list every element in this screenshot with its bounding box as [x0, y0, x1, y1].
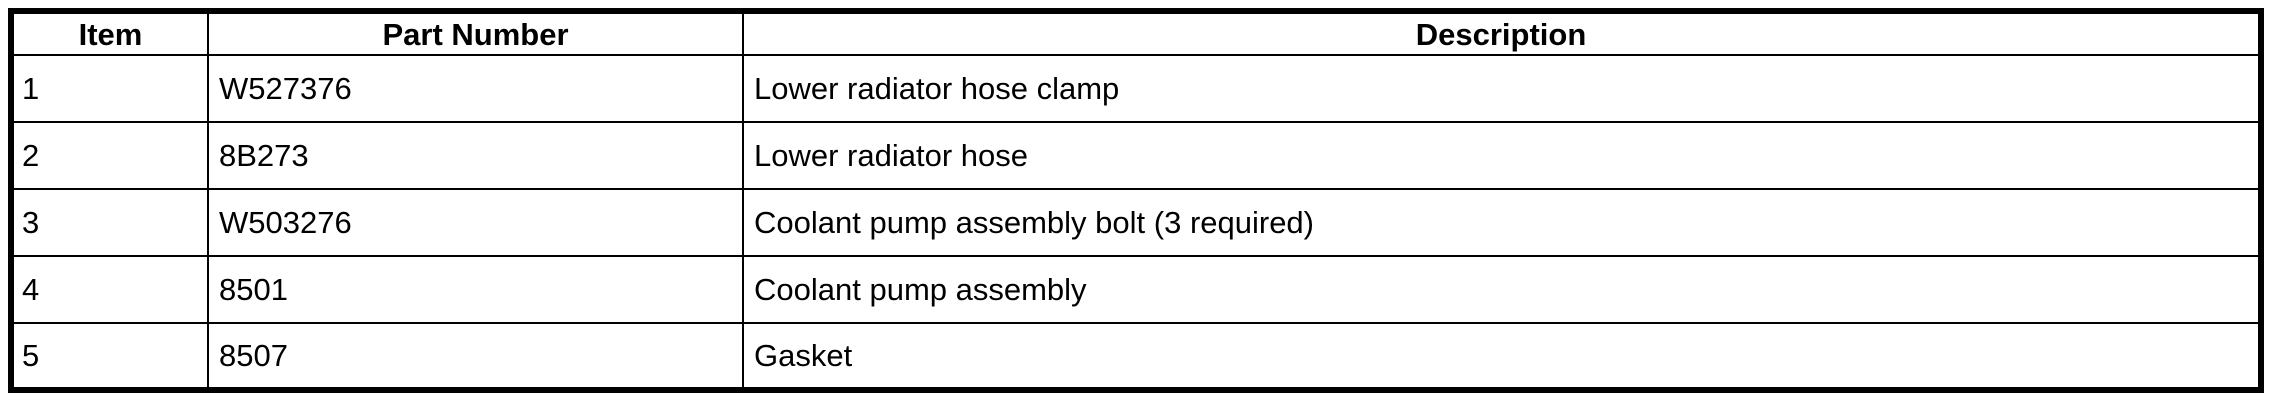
- table-header: Item Part Number Description: [10, 10, 2262, 56]
- table-row: 2 8B273 Lower radiator hose: [10, 121, 2262, 190]
- cell-description: Lower radiator hose: [742, 121, 2262, 190]
- cell-part-number: W527376: [207, 54, 744, 123]
- table-row: 4 8501 Coolant pump assembly: [10, 255, 2262, 324]
- table-row: 5 8507 Gasket: [10, 322, 2262, 391]
- parts-list-table: Item Part Number Description 1 W527376 L…: [8, 8, 2264, 393]
- table-row: 1 W527376 Lower radiator hose clamp: [10, 54, 2262, 123]
- cell-item: 5: [10, 322, 209, 391]
- cell-description: Gasket: [742, 322, 2262, 391]
- table-row: 3 W503276 Coolant pump assembly bolt (3 …: [10, 188, 2262, 257]
- cell-part-number: W503276: [207, 188, 744, 257]
- cell-description: Coolant pump assembly: [742, 255, 2262, 324]
- cell-part-number: 8507: [207, 322, 744, 391]
- cell-description: Lower radiator hose clamp: [742, 54, 2262, 123]
- cell-item: 4: [10, 255, 209, 324]
- cell-part-number: 8B273: [207, 121, 744, 190]
- cell-description: Coolant pump assembly bolt (3 required): [742, 188, 2262, 257]
- cell-item: 2: [10, 121, 209, 190]
- table-body: 1 W527376 Lower radiator hose clamp 2 8B…: [10, 54, 2262, 391]
- column-header-item: Item: [10, 10, 209, 56]
- cell-item: 1: [10, 54, 209, 123]
- column-header-part-number: Part Number: [207, 10, 744, 56]
- column-header-description: Description: [742, 10, 2262, 56]
- cell-item: 3: [10, 188, 209, 257]
- cell-part-number: 8501: [207, 255, 744, 324]
- table-header-row: Item Part Number Description: [10, 10, 2262, 56]
- parts-table-container: Item Part Number Description 1 W527376 L…: [8, 8, 2264, 393]
